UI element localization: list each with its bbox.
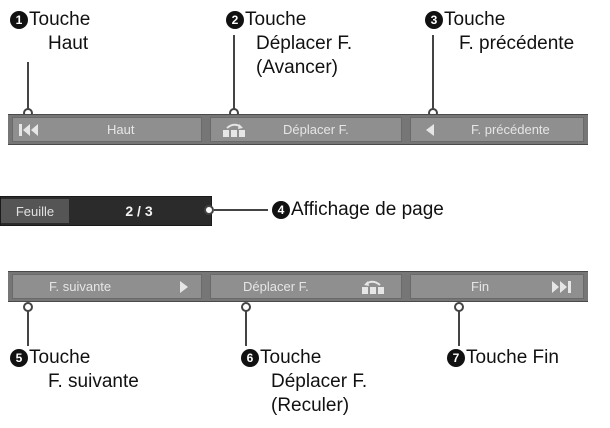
leader-line (432, 35, 434, 112)
callout-number: 4 (272, 201, 290, 219)
callout-title: Touche (29, 9, 91, 30)
move-sheet-back-icon (361, 278, 385, 296)
home-button-label: Haut (107, 122, 135, 137)
skip-to-last-icon (549, 280, 571, 294)
callout-subtitle: F. précédente (459, 33, 575, 54)
move-sheet-forward-icon (222, 121, 246, 139)
callout-subtitle: (Avancer) (256, 57, 339, 78)
end-button[interactable]: Fin (410, 274, 584, 299)
move-sheet-forward-button[interactable]: Déplacer F. (210, 117, 402, 142)
leader-line (27, 62, 29, 112)
previous-sheet-button[interactable]: F. précédente (410, 117, 584, 142)
callout-subtitle: Déplacer F. (271, 371, 368, 392)
callout-number: 2 (226, 11, 244, 29)
toolbar-top: Haut Déplacer F. F. précédente (8, 114, 588, 145)
leader-line (233, 35, 235, 110)
skip-to-first-icon (19, 123, 41, 137)
callout-subtitle: Haut (48, 33, 89, 54)
callout-number: 6 (241, 349, 259, 367)
callout-number: 7 (447, 349, 465, 367)
leader-line (458, 310, 460, 346)
leader-line (245, 310, 247, 346)
leader-dot (204, 205, 214, 215)
callout-title: Touche (29, 347, 91, 368)
callout-title: Touche Fin (466, 347, 559, 368)
callout-subtitle: F. suivante (48, 371, 139, 392)
leader-line (214, 209, 268, 211)
next-sheet-label: F. suivante (49, 279, 112, 294)
move-sheet-back-button[interactable]: Déplacer F. (210, 274, 402, 299)
callout-subtitle: (Reculer) (271, 395, 350, 416)
callout-subtitle: Déplacer F. (256, 33, 353, 54)
callout-number: 5 (10, 349, 28, 367)
callout-title: Affichage de page (291, 199, 444, 220)
callout-title: Touche (245, 9, 307, 30)
callout-title: Touche (260, 347, 322, 368)
callout-number: 3 (425, 11, 443, 29)
triangle-right-icon (179, 280, 189, 294)
page-display-label: Feuille (1, 199, 69, 223)
callout-title: Touche (444, 9, 506, 30)
home-button[interactable]: Haut (12, 117, 202, 142)
triangle-left-icon (425, 123, 435, 137)
previous-sheet-label: F. précédente (471, 122, 550, 137)
toolbar-bottom: F. suivante Déplacer F. Fin (8, 271, 588, 302)
move-sheet-back-label: Déplacer F. (243, 279, 309, 294)
end-button-label: Fin (471, 279, 490, 294)
leader-line (27, 310, 29, 346)
next-sheet-button[interactable]: F. suivante (12, 274, 202, 299)
move-sheet-forward-label: Déplacer F. (283, 122, 349, 137)
page-display-value: 2 / 3 (125, 203, 153, 219)
page-display: Feuille 2 / 3 (0, 196, 212, 226)
callout-number: 1 (10, 11, 28, 29)
